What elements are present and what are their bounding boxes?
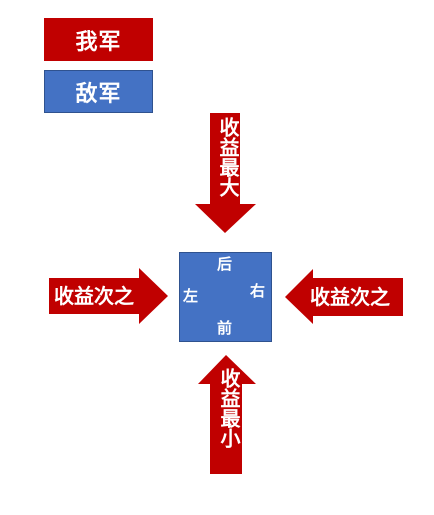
arrow-from-back-label: 收益最大 (216, 117, 240, 197)
legend-enemy-army-label: 敌军 (75, 81, 122, 107)
arrow-from-front (198, 355, 256, 474)
legend-enemy-army: 敌军 (44, 70, 153, 113)
enemy-unit: 后 左 右 前 (179, 252, 272, 342)
enemy-left-label: 左 (183, 287, 199, 305)
arrow-from-left (49, 268, 168, 324)
arrow-from-back-label-group: 收益最大 (214, 117, 241, 197)
arrow-from-left-label: 收益次之 (54, 284, 134, 308)
arrow-from-right (285, 269, 403, 324)
enemy-back-label: 后 (217, 255, 233, 273)
legend-our-army-label: 我军 (75, 29, 122, 55)
arrow-from-back (195, 113, 256, 233)
arrow-from-front-label: 收益最小 (217, 368, 241, 448)
legend-our-army: 我军 (44, 18, 153, 61)
enemy-front-label: 前 (217, 319, 233, 337)
arrow-from-front-label-group: 收益最小 (215, 368, 242, 448)
enemy-right-label: 右 (250, 282, 266, 300)
arrow-from-right-label: 收益次之 (310, 285, 390, 309)
